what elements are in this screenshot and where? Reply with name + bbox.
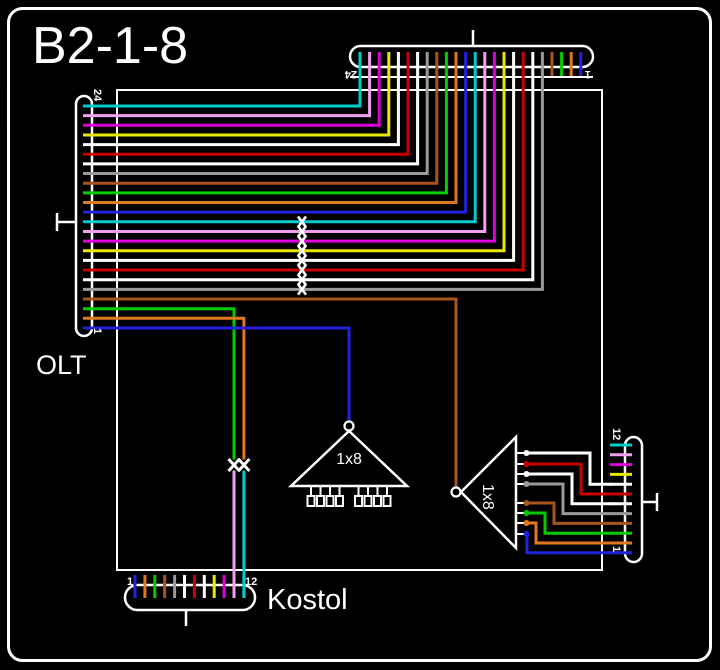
wire-olt-port-8 (83, 52, 516, 262)
middle-splitter-pigtail-icon (325, 495, 335, 507)
splice-x-icon (296, 244, 308, 257)
splice-x-icon (227, 457, 241, 473)
right-port1-label: 1 (610, 546, 622, 552)
wire-olt-port-24 (83, 52, 362, 108)
wire-splitter-to-right-port-1 (525, 532, 612, 555)
splice-x-icon (237, 457, 251, 473)
right-splitter-input-node (450, 486, 462, 498)
wire-olt-port-15 (83, 52, 448, 195)
olt-label: OLT (36, 350, 87, 380)
wire-olt-port-5 (83, 52, 544, 291)
middle-splitter-input-node (343, 420, 355, 432)
wire-olt-port-2 (83, 316, 246, 460)
wire-olt-port-16 (83, 52, 439, 185)
splice-x-icon (296, 273, 308, 286)
kostol-port1-label: 1 (127, 576, 133, 588)
wire-olt-port-18 (83, 52, 420, 166)
splice-x-icon (296, 263, 308, 277)
top-port1-label: 1 (585, 68, 591, 80)
middle-splitter-pigtail-icon (363, 495, 373, 507)
kostol-connector-body (123, 583, 257, 612)
wire-splitter-to-right-port-6 (526, 472, 612, 506)
wire-olt-port-10 (83, 52, 496, 243)
wire-olt-port-4 (83, 297, 458, 487)
right-port12-label: 12 (610, 428, 622, 440)
middle-splitter-pigtail-icon (354, 495, 363, 507)
distribution-box (116, 89, 603, 571)
wire-olt-port-20 (83, 52, 400, 147)
top-connector-body (348, 44, 595, 69)
wire-olt-port-6 (83, 52, 535, 282)
right-splitter-label: 1x8 (479, 484, 496, 510)
page-title: B2-1-8 (32, 17, 189, 75)
olt-port24-label: 24 (91, 89, 103, 102)
top-port24-label: 24 (344, 68, 357, 80)
splice-x-icon (296, 215, 308, 228)
middle-splitter-pigtail-icon (335, 495, 344, 507)
middle-splitter-label: 1x8 (336, 451, 362, 468)
splice-x-icon (296, 225, 308, 238)
wire-olt-port-12 (83, 52, 477, 224)
kostol-port12-label: 12 (245, 576, 257, 588)
wire-splitter-to-right-port-7 (526, 462, 612, 496)
wire-olt-port-13 (83, 52, 468, 214)
middle-splitter-pigtail-icon (306, 495, 316, 507)
wire-olt-port-1 (83, 326, 351, 421)
wire-splitter-to-right-port-8 (526, 451, 612, 486)
kostol-label: Kostol (267, 584, 348, 616)
wire-olt-port-17 (83, 52, 429, 176)
wire-olt-port-21 (83, 52, 391, 137)
middle-splitter (287, 429, 411, 488)
right-connector-body (623, 435, 644, 564)
splice-x-icon (296, 283, 308, 296)
wire-olt-port-23 (83, 52, 372, 118)
olt-port1-label: 1 (91, 328, 103, 334)
splice-x-icon (296, 235, 308, 248)
wire-splitter-to-right-port-5 (526, 482, 612, 516)
outer-border (7, 7, 712, 662)
middle-splitter-pigtail-icon (382, 495, 392, 507)
wire-olt-port-3 (83, 307, 236, 460)
olt-connector-body (74, 94, 94, 338)
wire-olt-port-11 (83, 52, 487, 233)
wire-olt-port-9 (83, 52, 506, 253)
right-stem (641, 493, 659, 511)
wire-olt-port-7 (83, 52, 525, 272)
wire-splitter-to-right-port-3 (526, 511, 612, 535)
wire-olt-port-19 (83, 52, 410, 156)
wire-splitter-to-right-port-4 (526, 501, 612, 525)
splice-x-icon (296, 254, 308, 267)
right-splitter (459, 433, 518, 552)
wire-olt-port-14 (83, 52, 458, 204)
middle-splitter-pigtail-icon (316, 495, 325, 507)
wire-olt-port-22 (83, 52, 381, 127)
middle-splitter-pigtail-icon (373, 495, 382, 507)
wire-splitter-to-right-port-2 (526, 521, 612, 545)
olt-stem (55, 213, 77, 231)
